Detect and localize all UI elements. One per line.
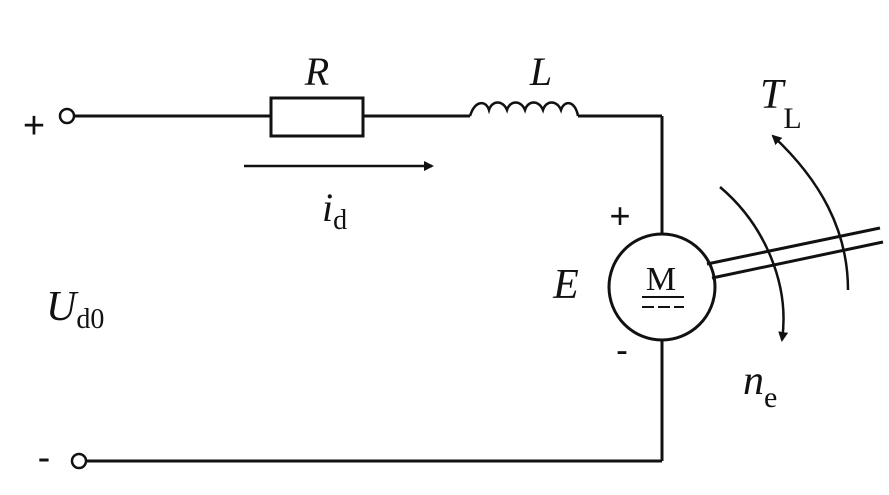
load-torque-label: TL xyxy=(760,72,802,135)
inductor-coil xyxy=(468,101,580,117)
speed-direction-arrow xyxy=(719,186,789,342)
voltage-label: Ud0 xyxy=(46,284,104,335)
emf-minus-sign: - xyxy=(616,329,628,370)
resistor-label: R xyxy=(304,49,329,94)
input-minus-sign: - xyxy=(38,437,51,479)
inductor-label: L xyxy=(529,49,552,94)
input-terminal-positive xyxy=(58,107,76,125)
resistor xyxy=(269,96,365,138)
current-label: id xyxy=(322,185,347,236)
speed-label: ne xyxy=(743,358,777,414)
emf-plus-sign: + xyxy=(609,195,630,236)
load-torque-arrow xyxy=(771,134,850,291)
input-terminal-negative xyxy=(70,452,88,470)
emf-label: E xyxy=(552,262,579,308)
motor-shaft-upper xyxy=(706,226,881,266)
motor-shaft-lower xyxy=(711,240,884,280)
motor-label: M xyxy=(646,261,676,298)
input-plus-sign: + xyxy=(23,105,45,147)
motor-circle xyxy=(607,232,717,342)
